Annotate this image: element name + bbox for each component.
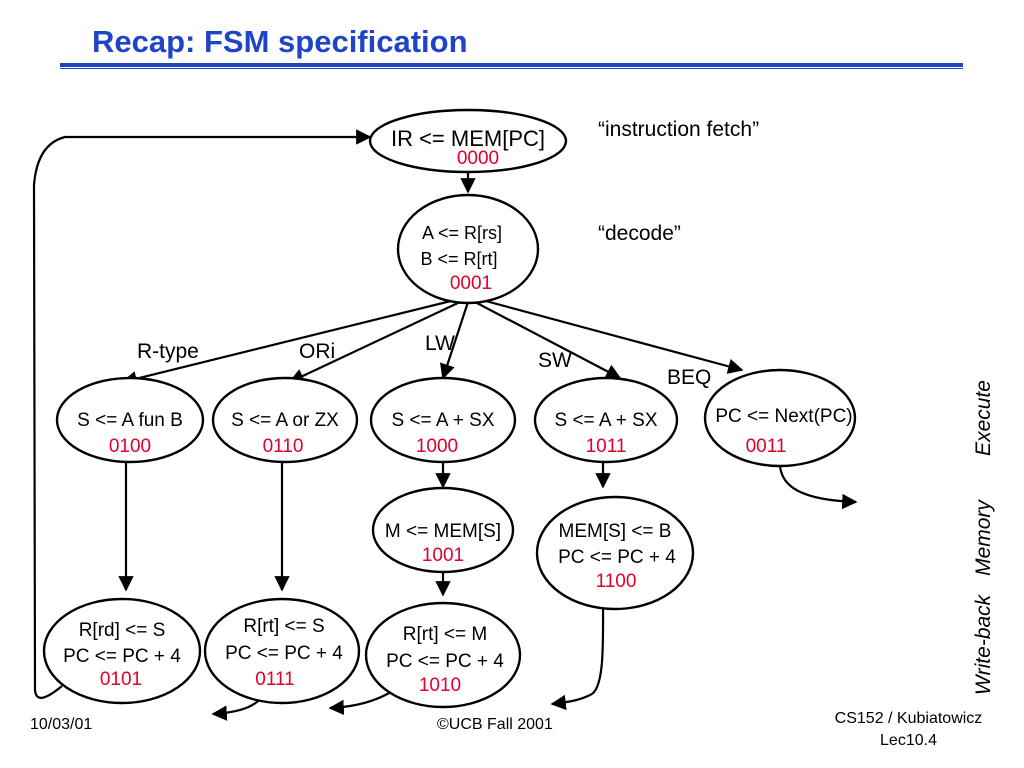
- footer-course: CS152 / Kubiatowicz Lec10.4: [816, 708, 1001, 752]
- state-rtype-exec-action: S <= A fun B: [77, 410, 183, 431]
- state-rtype-exec: [55, 376, 205, 464]
- footer-course-name: CS152 / Kubiatowicz: [834, 710, 983, 727]
- footer-copyright: ©UCB Fall 2001: [437, 716, 553, 733]
- stage-label-execute: Execute: [972, 380, 995, 456]
- state-decode-action-2: B <= R[rt]: [420, 249, 497, 269]
- state-sw-exec: [533, 376, 679, 464]
- state-lw-mem-action: M <= MEM[S]: [385, 521, 501, 542]
- state-sw-exec-code: 1011: [586, 436, 627, 457]
- state-ori-exec-action: S <= A or ZX: [231, 410, 339, 431]
- edge-beq-exit: [778, 465, 858, 510]
- title-underline-thin: [60, 68, 963, 69]
- edge-label-lw: LW: [425, 332, 455, 355]
- edge-label-beq: BEQ: [667, 366, 711, 389]
- edge-sw-mem-exit: [550, 596, 605, 711]
- footer-lecture-number: Lec10.4: [880, 732, 937, 749]
- state-fetch-action: IR <= MEM[PC]: [391, 126, 545, 151]
- state-fetch-code: 0000: [457, 148, 499, 169]
- state-beq-exec-code: 0011: [746, 436, 787, 457]
- stage-label-writeback: Write-back: [972, 593, 995, 695]
- state-ori-exec: [211, 376, 359, 464]
- state-lw-wb-code: 1010: [419, 675, 461, 696]
- state-ori-wb-code: 0111: [255, 669, 294, 690]
- state-lw-wb-action-2: PC <= PC + 4: [386, 651, 504, 672]
- state-sw-mem-code: 1100: [596, 571, 637, 592]
- state-rtype-wb-action-1: R[rd] <= S: [79, 620, 166, 641]
- slide-title: Recap: FSM specification: [92, 24, 468, 59]
- state-rtype-exec-code: 0100: [109, 436, 151, 457]
- state-beq-exec-action: PC <= Next(PC): [715, 406, 852, 427]
- state-lw-exec: [369, 376, 517, 464]
- edge-return-to-fetch: [32, 129, 372, 699]
- footer-date: 10/03/01: [30, 716, 93, 733]
- state-sw-mem: [535, 495, 695, 611]
- state-fetch: [368, 108, 568, 174]
- state-lw-mem: [371, 486, 515, 574]
- state-beq-exec: [703, 368, 857, 468]
- state-lw-mem-code: 1001: [422, 545, 464, 566]
- state-sw-exec-action: S <= A + SX: [555, 410, 658, 431]
- state-ori-wb-action-1: R[rt] <= S: [243, 616, 324, 637]
- note-instruction-fetch: “instruction fetch”: [598, 118, 759, 141]
- state-decode-action-1: A <= R[rs]: [422, 223, 502, 243]
- title-underline: [60, 63, 963, 67]
- state-sw-mem-action-1: MEM[S] <= B: [559, 521, 672, 542]
- edge-decode-lw: [440, 301, 470, 380]
- stage-label-memory: Memory: [972, 499, 995, 576]
- edge-label-sw: SW: [538, 349, 572, 372]
- state-sw-mem-action-2: PC <= PC + 4: [558, 547, 676, 568]
- state-lw-wb: [364, 601, 522, 709]
- edge-decode-rtype: [121, 298, 456, 387]
- state-rtype-wb: [42, 597, 202, 705]
- note-decode: “decode”: [598, 222, 681, 245]
- edge-label-ori: ORi: [299, 340, 335, 363]
- state-ori-wb-action-2: PC <= PC + 4: [225, 643, 343, 664]
- state-decode-code: 0001: [450, 273, 492, 294]
- state-lw-exec-action: S <= A + SX: [392, 410, 495, 431]
- state-rtype-wb-code: 0101: [100, 669, 142, 690]
- state-ori-exec-code: 0110: [263, 436, 304, 457]
- state-lw-wb-action-1: R[rt] <= M: [403, 624, 487, 645]
- state-rtype-wb-action-2: PC <= PC + 4: [63, 646, 181, 667]
- state-decode: [396, 193, 540, 305]
- edge-decode-ori: [288, 301, 461, 384]
- edge-label-rtype: R-type: [137, 340, 199, 363]
- edge-decode-beq: [481, 298, 744, 374]
- state-ori-wb: [203, 597, 361, 705]
- edge-decode-sw: [474, 301, 622, 379]
- state-lw-exec-code: 1000: [416, 436, 458, 457]
